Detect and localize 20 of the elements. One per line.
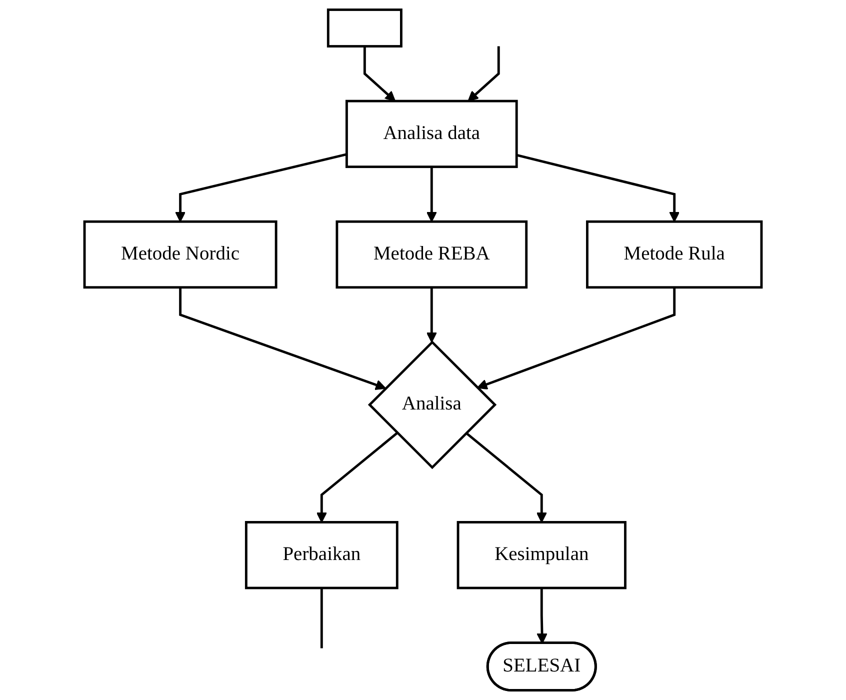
- node-box: Metode REBA: [336, 220, 528, 289]
- node-box: Kesimpulan: [456, 521, 626, 590]
- node-box: [326, 8, 402, 48]
- arrow: [426, 287, 438, 343]
- arrow: [316, 432, 398, 523]
- node-box: Metode Rula: [586, 220, 763, 289]
- connector: [320, 588, 323, 648]
- arrow: [476, 287, 676, 390]
- node-box: Metode Nordic: [83, 220, 278, 289]
- node-box: Perbaikan: [244, 521, 398, 590]
- arrow: [465, 432, 547, 523]
- arrow: [363, 46, 396, 102]
- arrow: [174, 153, 347, 222]
- arrow: [516, 154, 680, 222]
- arrow: [179, 287, 386, 390]
- arrow: [536, 588, 548, 644]
- arrow: [468, 46, 500, 102]
- arrow: [426, 166, 438, 222]
- node-box: Analisa data: [345, 100, 518, 168]
- node-diamond: Analisa: [368, 340, 497, 470]
